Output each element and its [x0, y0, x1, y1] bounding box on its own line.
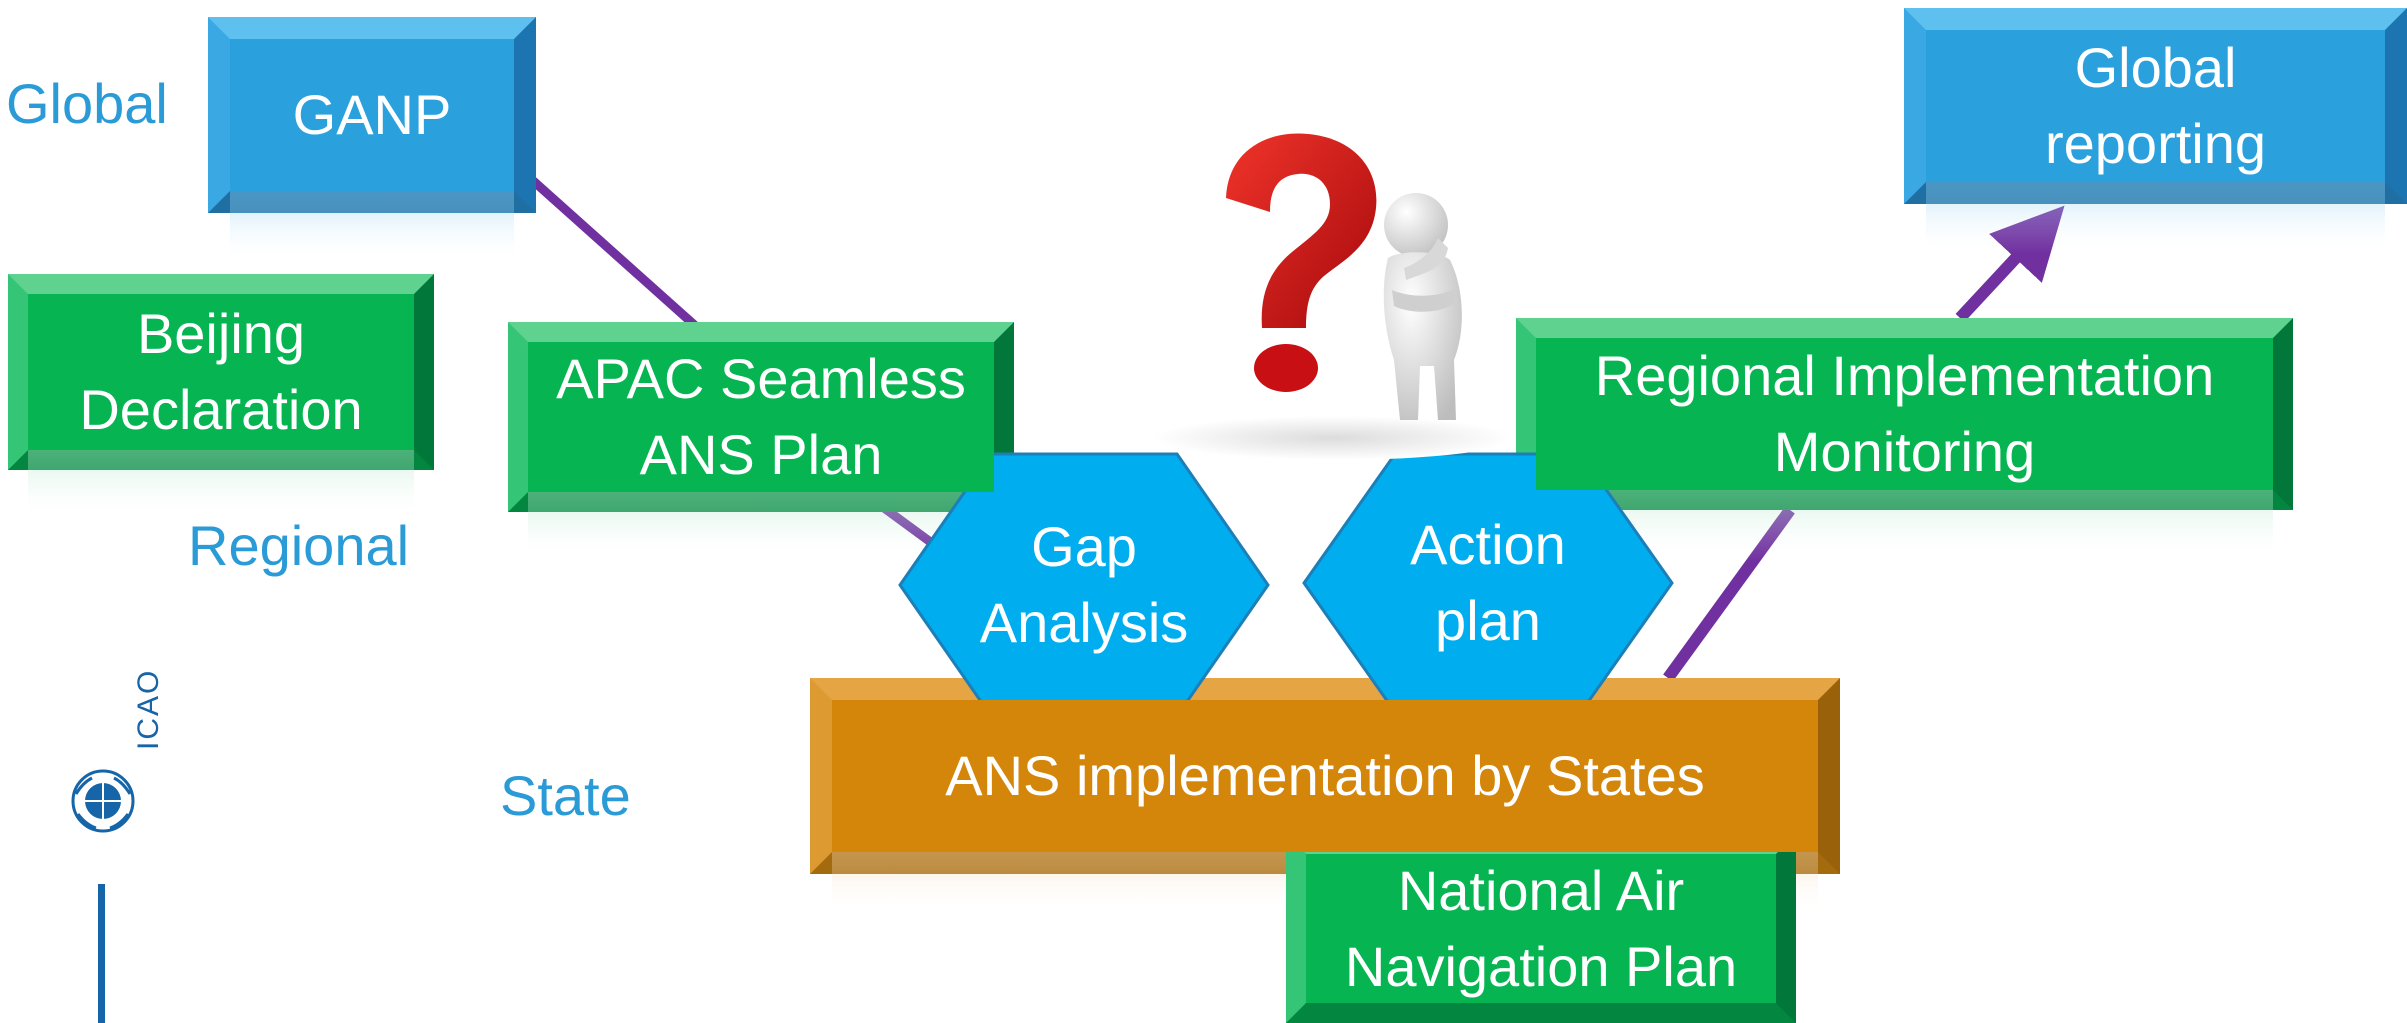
- national-air-navigation-plan-box: National Air Navigation Plan: [1286, 834, 1796, 1023]
- ganp-box: GANP GANP: [208, 17, 536, 263]
- level-label-state: State: [500, 764, 631, 827]
- icao-logo-text: ICAO: [132, 668, 165, 750]
- ganp-label: GANP: [292, 83, 452, 146]
- ans-implementation-states-label: ANS implementation by States: [945, 744, 1705, 807]
- beijing-declaration-box: Beijing Declaration Beijing Declaration: [8, 274, 434, 522]
- gap-analysis-hexagon: Gap Analysis: [898, 452, 1270, 718]
- arrow-states-to-monitoring: [1663, 506, 1795, 682]
- apac-seamless-plan-box: APAC Seamless ANS Plan APAC Seamless ANS…: [508, 322, 1014, 564]
- ans-implementation-states-box: ANS implementation by States ANS impleme…: [810, 678, 1840, 912]
- action-plan-hexagon: Action plan: [1302, 452, 1674, 714]
- icao-logo-bar: [98, 884, 105, 1023]
- level-label-global: Global: [6, 72, 168, 135]
- apac-seamless-plan-label: APAC Seamless ANS Plan: [556, 347, 966, 486]
- regional-monitoring-box: Regional Implementation Monitoring Regio…: [1516, 318, 2293, 562]
- gap-analysis-label: Gap Analysis: [979, 515, 1189, 654]
- arrow-ganp-to-apac: [527, 174, 703, 334]
- action-plan-label: Action plan: [1410, 513, 1566, 652]
- beijing-declaration-label: Beijing Declaration: [79, 302, 363, 441]
- national-air-navigation-plan-label: National Air Navigation Plan: [1344, 858, 1738, 998]
- icao-emblem-icon: [71, 769, 135, 833]
- arrow-monitoring-to-global-reporting: [1955, 205, 2065, 323]
- global-reporting-box: Global reporting Global reporting: [1904, 8, 2407, 254]
- regional-monitoring-label: Regional Implementation Monitoring: [1594, 344, 2215, 483]
- level-label-regional: Regional: [188, 514, 410, 577]
- global-reporting-label: Global reporting: [2044, 36, 2267, 175]
- question-mark-thinking-figure-icon: [1153, 133, 1513, 460]
